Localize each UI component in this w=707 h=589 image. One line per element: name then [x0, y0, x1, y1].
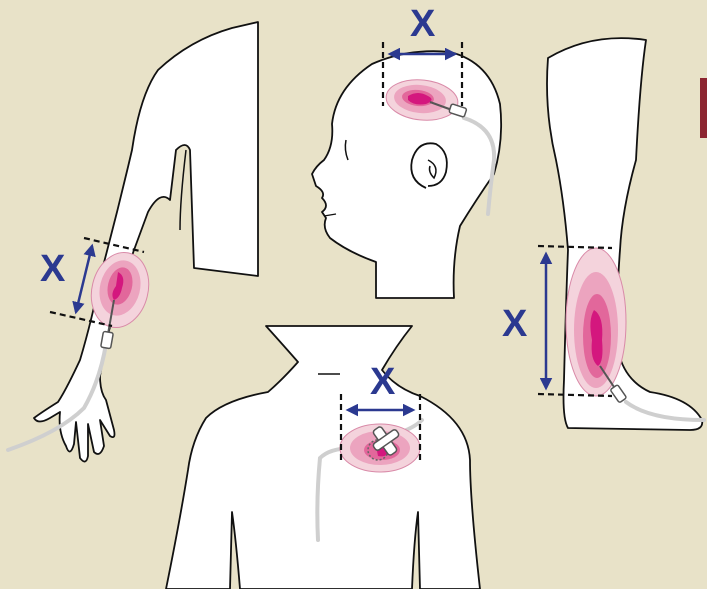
arm-measure-label: X: [40, 248, 66, 290]
chest-measure-label: X: [370, 361, 396, 403]
head-measure-label: X: [410, 3, 436, 45]
ear-outline: [411, 143, 447, 188]
arm-catheter-hub: [101, 331, 114, 348]
leg-measure-label: X: [502, 303, 528, 345]
edge-tab: [700, 78, 707, 138]
